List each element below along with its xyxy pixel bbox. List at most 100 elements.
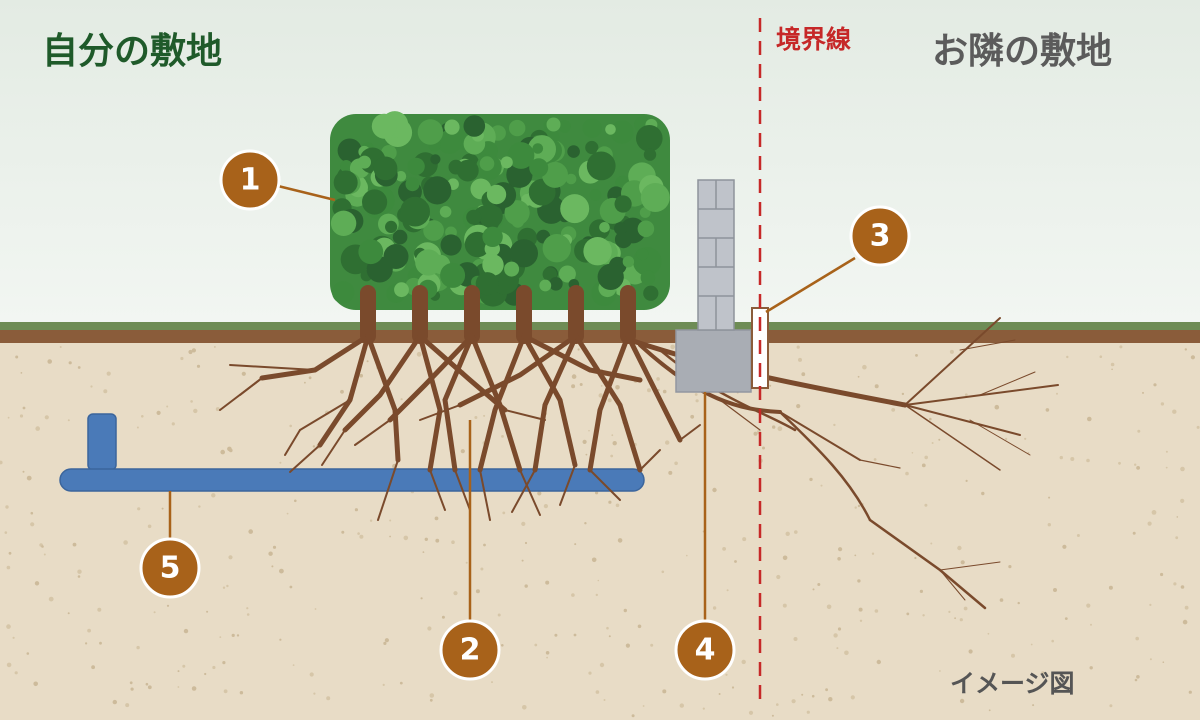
soil-speck xyxy=(921,463,926,468)
soil-speck xyxy=(130,687,134,691)
soil-speck xyxy=(906,612,910,616)
soil-speck xyxy=(1045,408,1050,412)
soil-speck xyxy=(987,632,990,635)
soil-speck xyxy=(85,642,88,645)
soil-speck xyxy=(964,393,968,397)
soil-speck xyxy=(1062,544,1067,549)
soil-speck xyxy=(226,584,229,588)
soil-speck xyxy=(166,604,170,607)
soil-speck xyxy=(712,487,717,493)
soil-speck xyxy=(12,636,15,639)
soil-speck xyxy=(798,357,802,362)
leaf-cluster xyxy=(597,263,624,290)
hedge-roots xyxy=(219,285,701,521)
soil-speck xyxy=(72,542,77,547)
leaf-cluster xyxy=(479,156,495,171)
soil-speck xyxy=(236,634,240,637)
soil-speck xyxy=(67,612,70,615)
leaf-cluster xyxy=(558,265,576,283)
soil-speck xyxy=(22,470,25,473)
soil-speck xyxy=(1056,392,1058,395)
soil-speck xyxy=(156,410,161,415)
soil-speck xyxy=(1149,658,1152,661)
soil-speck xyxy=(661,570,665,574)
soil-speck xyxy=(112,699,118,705)
leaf-cluster xyxy=(504,200,530,226)
soil-speck xyxy=(1134,463,1137,466)
leaf-cluster xyxy=(560,194,590,224)
soil-speck xyxy=(177,670,180,673)
soil-speck xyxy=(948,610,951,614)
soil-speck xyxy=(289,424,293,428)
soil-speck xyxy=(279,568,284,574)
leaf-cluster xyxy=(509,239,538,268)
soil-speck xyxy=(965,479,968,482)
soil-speck xyxy=(215,407,220,412)
soil-speck xyxy=(712,606,717,610)
soil-speck xyxy=(1176,516,1179,518)
soil-speck xyxy=(183,628,189,634)
soil-speck xyxy=(606,626,609,630)
leaf-cluster xyxy=(466,209,482,225)
own-lot-label: 自分の敷地 xyxy=(42,31,223,72)
image-caption: イメージ図 xyxy=(950,669,1075,698)
soil-speck xyxy=(1089,666,1093,670)
soil-speck xyxy=(1180,585,1185,589)
soil-speck xyxy=(1048,496,1051,499)
soil-speck xyxy=(453,591,458,596)
soil-speck xyxy=(211,493,216,498)
soil-speck xyxy=(0,460,3,465)
soil-speck xyxy=(753,431,758,436)
soil-speck xyxy=(1111,368,1113,371)
soil-speck xyxy=(924,503,928,507)
hedge xyxy=(330,111,670,310)
soil-speck xyxy=(776,703,779,706)
soil-speck xyxy=(6,624,11,629)
soil-speck xyxy=(874,609,879,613)
soil-speck xyxy=(546,656,548,659)
soil-speck xyxy=(674,461,678,466)
soil-speck xyxy=(77,569,82,574)
soil-speck xyxy=(1024,437,1027,440)
soil-speck xyxy=(1147,521,1152,526)
soil-speck xyxy=(1119,345,1123,349)
soil-speck xyxy=(694,393,698,396)
soil-speck xyxy=(1153,383,1157,387)
soil-speck xyxy=(579,383,583,386)
soil-speck xyxy=(545,580,550,585)
leaf-cluster xyxy=(643,148,657,161)
soil-speck xyxy=(91,665,95,670)
soil-speck xyxy=(922,614,925,617)
soil-speck xyxy=(294,499,297,503)
soil-speck xyxy=(177,686,180,688)
soil-speck xyxy=(403,535,409,541)
soil-speck xyxy=(838,547,843,552)
soil-speck xyxy=(854,506,857,509)
soil-speck xyxy=(524,584,528,588)
soil-speck xyxy=(825,688,828,692)
leaf-cluster xyxy=(640,270,656,286)
leaf-cluster xyxy=(371,113,397,139)
soil-speck xyxy=(1196,425,1200,429)
soil-speck xyxy=(876,659,881,665)
soil-speck xyxy=(222,586,226,589)
soil-speck xyxy=(901,392,905,396)
leaf-cluster xyxy=(549,277,563,291)
soil-speck xyxy=(782,603,787,608)
soil-speck xyxy=(642,705,645,707)
soil-speck xyxy=(231,633,235,638)
soil-speck xyxy=(191,348,196,353)
soil-speck xyxy=(857,579,861,583)
soil-speck xyxy=(1090,623,1092,626)
soil-speck xyxy=(241,371,246,376)
soil-speck xyxy=(742,537,747,542)
boundary-line-label: 境界線 xyxy=(776,25,852,54)
leaf-cluster xyxy=(532,143,544,154)
soil-speck xyxy=(796,404,801,409)
leaf-cluster xyxy=(423,220,444,241)
soil-speck xyxy=(806,710,810,714)
soil-speck xyxy=(595,690,600,694)
soil-speck xyxy=(1173,582,1177,586)
soil-speck xyxy=(960,560,965,565)
